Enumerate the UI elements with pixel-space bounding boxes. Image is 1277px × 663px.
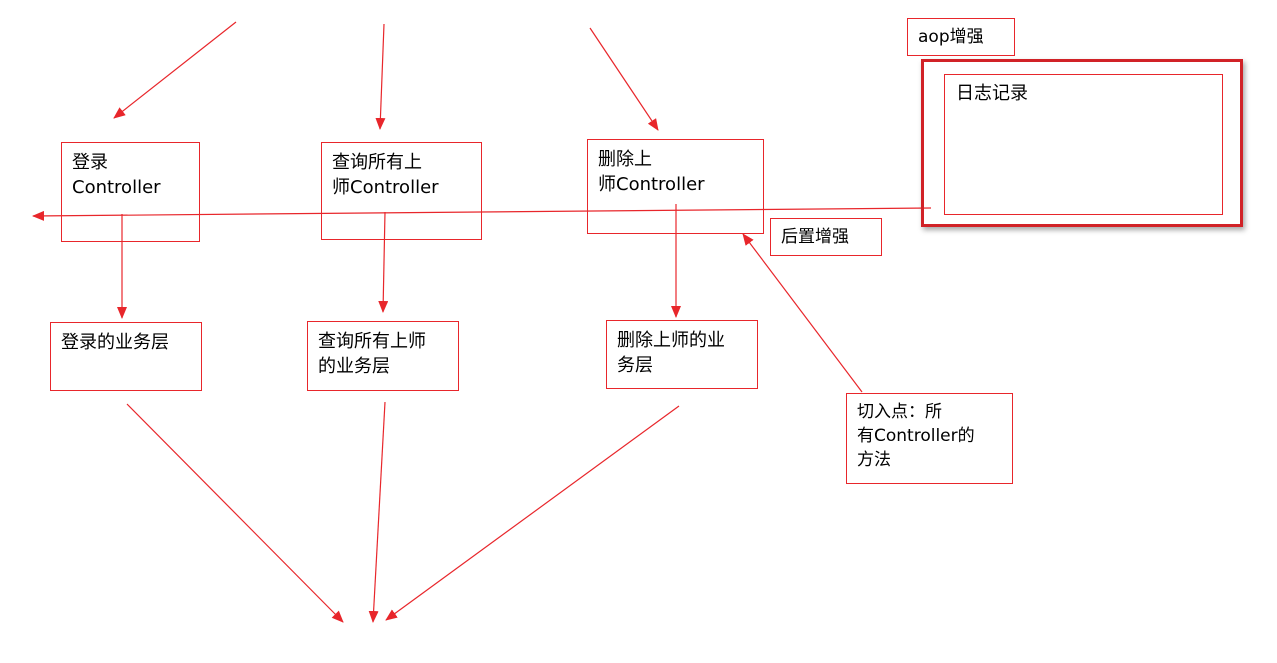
converge-arrow-left <box>126 403 344 623</box>
delete-service-box: 删除上师的业 务层 <box>606 320 758 389</box>
arrow-query-to-service <box>378 211 389 313</box>
return-arrow-after-advice <box>32 207 932 221</box>
converge-arrow-right <box>385 405 680 621</box>
pointcut-arrow <box>742 233 863 393</box>
delete-controller-box: 删除上 师Controller <box>587 139 764 234</box>
login-service-box: 登录的业务层 <box>50 322 202 391</box>
converge-arrow-middle <box>368 401 386 623</box>
incoming-arrow-query <box>375 23 386 130</box>
query-controller-box: 查询所有上 师Controller <box>321 142 482 240</box>
pointcut-box: 切入点：所 有Controller的 方法 <box>846 393 1013 484</box>
log-record-box: 日志记录 <box>944 74 1223 215</box>
query-service-box: 查询所有上师 的业务层 <box>307 321 459 391</box>
aop-highlight-frame <box>921 59 1243 227</box>
aop-enhance-label: aop增强 <box>907 18 1015 56</box>
after-advice-label: 后置增强 <box>770 218 882 256</box>
incoming-arrow-delete <box>589 27 659 131</box>
incoming-arrow-login <box>113 21 237 119</box>
login-controller-box: 登录 Controller <box>61 142 200 242</box>
